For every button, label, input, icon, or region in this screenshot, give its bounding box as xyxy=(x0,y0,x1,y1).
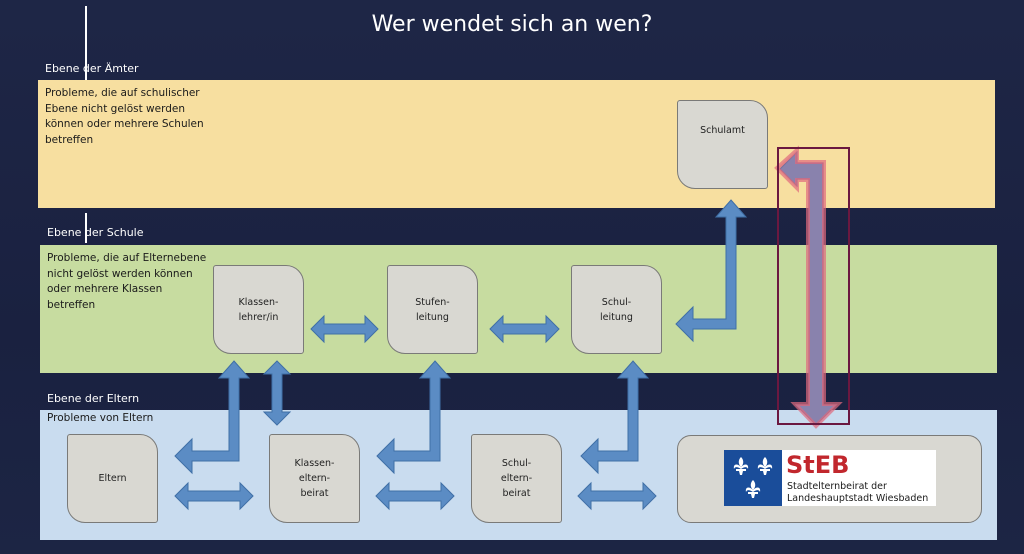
arrow-eltern-klassenlehrer xyxy=(174,360,251,475)
node-schulleitung: Schul- leitung xyxy=(571,265,662,354)
band-schule xyxy=(40,245,997,373)
highlight-overlay xyxy=(774,145,850,429)
level-label-schule: Ebene der Schule xyxy=(47,226,144,239)
level-description-amt: Probleme, die auf schulischer Ebene nich… xyxy=(45,87,204,146)
level-label-eltern: Ebene der Eltern xyxy=(47,392,140,405)
band-amt xyxy=(38,80,995,208)
node-schulelternbeirat: Schul- eltern- beirat xyxy=(471,434,562,523)
arrow-klassenelternbeirat-stufenleitung xyxy=(376,360,452,475)
arrow-schulelternbeirat-schulleitung xyxy=(580,360,650,475)
logo-line-1: Stadtelternbeirat der xyxy=(787,481,887,492)
double-arrow-klassenlehrer-stufenleitung xyxy=(310,314,379,344)
steb-logo: StEB Stadtelternbeirat der Landeshauptst… xyxy=(724,450,936,506)
node-schulamt: Schulamt xyxy=(677,100,768,189)
level-description-eltern: Probleme von Eltern xyxy=(47,412,154,424)
double-arrow-klassenelternbeirat-schulelternbeirat xyxy=(375,481,455,511)
double-arrow-schulelternbeirat-steb xyxy=(577,481,657,511)
level-label-amt: Ebene der Ämter xyxy=(45,62,139,75)
node-stufenleitung: Stufen- leitung xyxy=(387,265,478,354)
logo-line-2: Landeshauptstadt Wiesbaden xyxy=(787,493,929,504)
logo-abbreviation: StEB xyxy=(786,451,850,479)
vertical-line xyxy=(85,213,87,243)
double-arrow-stufenleitung-schulleitung xyxy=(489,314,560,344)
level-description-schule: Probleme, die auf Elternebene nicht gelö… xyxy=(47,252,207,311)
wiesbaden-emblem xyxy=(724,450,782,506)
node-eltern: Eltern xyxy=(67,434,158,523)
vertical-line xyxy=(85,6,87,82)
double-arrow-eltern-klassenelternbeirat xyxy=(174,481,254,511)
node-klassenelternbeirat: Klassen- eltern- beirat xyxy=(269,434,360,523)
slide-title: Wer wendet sich an wen? xyxy=(371,12,653,37)
double-arrow-klassenlehrer-klassenelternbeirat xyxy=(262,360,292,426)
node-klassenlehrer: Klassen- lehrer/in xyxy=(213,265,304,354)
arrow-schulleitung-schulamt xyxy=(675,199,748,343)
